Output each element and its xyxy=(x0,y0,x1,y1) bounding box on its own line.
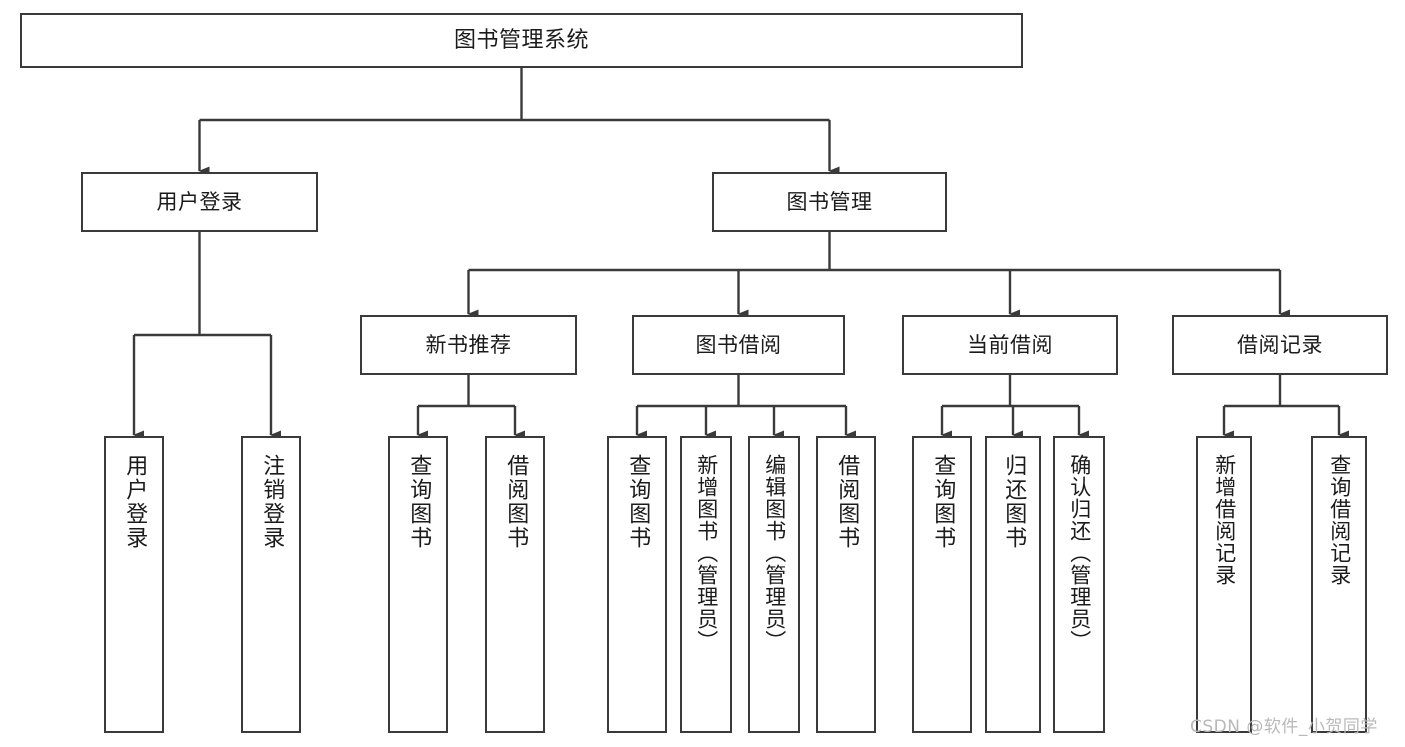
node-label: 归还图书 xyxy=(1001,454,1027,550)
node-label: 新书推荐 xyxy=(425,332,512,357)
node-label: 新增借阅记录 xyxy=(1212,454,1237,586)
node-borrow-record[interactable]: 借阅记录 xyxy=(1172,315,1388,375)
node-label: 图书借阅 xyxy=(695,332,782,357)
node-leaf-query-book-current[interactable]: 查询图书 xyxy=(912,436,972,733)
node-leaf-query-borrow-record[interactable]: 查询借阅记录 xyxy=(1311,436,1367,733)
node-leaf-borrow-book[interactable]: 借阅图书 xyxy=(816,436,876,733)
node-label: 用户登录 xyxy=(156,189,243,214)
node-label: 确认归还（管理员） xyxy=(1067,454,1092,652)
node-label: 查询图书 xyxy=(930,454,956,550)
node-leaf-add-book-admin[interactable]: 新增图书（管理员） xyxy=(680,436,732,733)
node-new-book-recommend[interactable]: 新书推荐 xyxy=(360,315,577,375)
node-leaf-user-login[interactable]: 用户登录 xyxy=(104,436,164,733)
node-current-borrow[interactable]: 当前借阅 xyxy=(902,315,1118,375)
node-label: 注销登录 xyxy=(259,454,285,550)
node-user-login[interactable]: 用户登录 xyxy=(81,172,318,232)
node-book-management[interactable]: 图书管理 xyxy=(712,172,947,232)
node-label: 图书管理 xyxy=(786,189,873,214)
node-label: 当前借阅 xyxy=(967,332,1053,357)
node-leaf-confirm-return-admin[interactable]: 确认归还（管理员） xyxy=(1053,436,1105,733)
node-label: 编辑图书（管理员） xyxy=(762,454,787,652)
node-label: 用户登录 xyxy=(122,454,148,550)
node-label: 借阅记录 xyxy=(1237,332,1323,357)
node-label: 借阅图书 xyxy=(503,454,529,550)
node-leaf-return-book[interactable]: 归还图书 xyxy=(985,436,1041,733)
node-leaf-logout[interactable]: 注销登录 xyxy=(241,436,301,733)
node-book-borrow[interactable]: 图书借阅 xyxy=(632,315,845,375)
node-leaf-query-book-new[interactable]: 查询图书 xyxy=(388,436,448,733)
node-label: 查询图书 xyxy=(406,454,432,550)
node-leaf-borrow-book-new[interactable]: 借阅图书 xyxy=(485,436,545,733)
watermark: CSDN @软件_小贺同学 xyxy=(1190,717,1378,737)
node-leaf-query-book-borrow[interactable]: 查询图书 xyxy=(607,436,667,733)
node-leaf-add-borrow-record[interactable]: 新增借阅记录 xyxy=(1196,436,1252,733)
node-root[interactable]: 图书管理系统 xyxy=(20,13,1023,68)
node-label: 图书管理系统 xyxy=(453,27,589,53)
node-leaf-edit-book-admin[interactable]: 编辑图书（管理员） xyxy=(748,436,800,733)
node-label: 新增图书（管理员） xyxy=(694,454,719,652)
node-label: 借阅图书 xyxy=(834,454,860,550)
node-label: 查询借阅记录 xyxy=(1327,454,1352,586)
node-label: 查询图书 xyxy=(625,454,651,550)
